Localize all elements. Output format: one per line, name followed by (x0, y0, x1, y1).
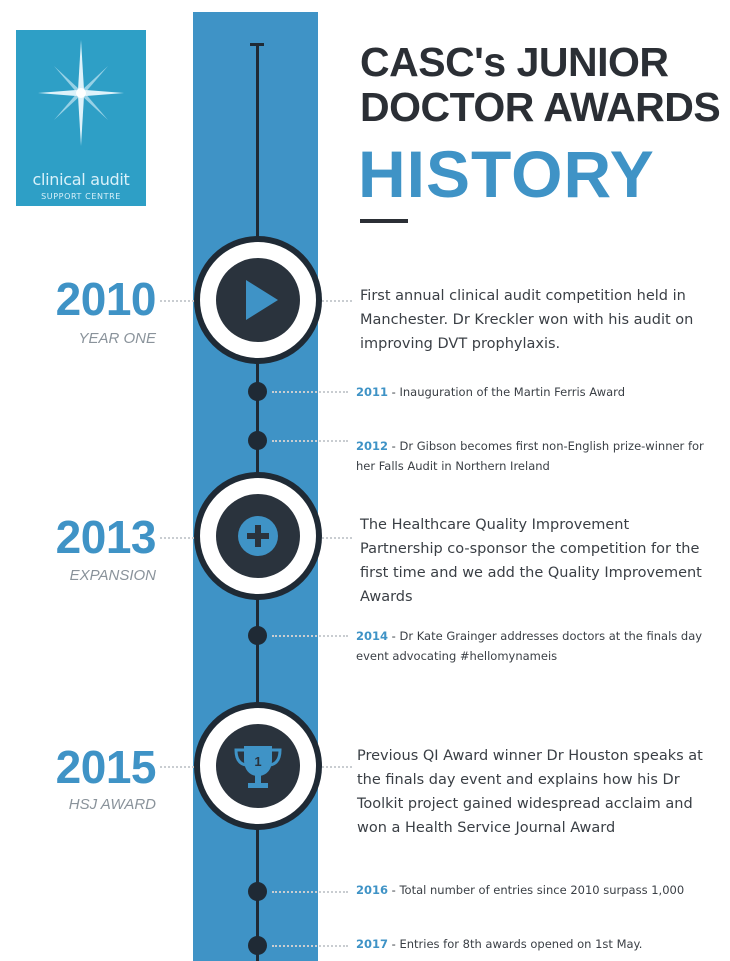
title-line-2: DOCTOR AWARDS (360, 84, 721, 130)
timeline-dot (248, 882, 267, 901)
event-text: - Entries for 8th awards opened on 1st M… (388, 937, 643, 951)
milestone-circle (194, 236, 322, 364)
title-rule (360, 219, 408, 223)
milestone-text: Previous QI Award winner Dr Houston spea… (357, 748, 703, 836)
milestone-year: 2013 (55, 511, 157, 563)
milestone-year: 2015 (55, 741, 157, 793)
connector (272, 945, 348, 947)
milestone-text: The Healthcare Quality Improvement Partn… (360, 517, 702, 605)
event-text: - Inauguration of the Martin Ferris Awar… (388, 385, 625, 399)
connector (322, 300, 352, 302)
casc-logo: clinical audit SUPPORT CENTRE (16, 30, 146, 206)
timeline-dot (248, 382, 267, 401)
logo-tagline: SUPPORT CENTRE (41, 192, 121, 201)
connector (160, 300, 194, 302)
milestone-circle: 1 (194, 702, 322, 830)
milestone-circle (194, 472, 322, 600)
trophy-number: 1 (254, 754, 261, 769)
timeline-dot (248, 626, 267, 645)
connector (272, 891, 348, 893)
timeline-dot (248, 431, 267, 450)
star-icon (38, 40, 124, 146)
event-year: 2016 (356, 883, 389, 897)
connector (322, 766, 352, 768)
event-year: 2014 (356, 629, 389, 643)
connector (272, 440, 348, 442)
title-line-1: CASC's JUNIOR (360, 39, 669, 85)
connector (160, 537, 194, 539)
milestone-subtitle: EXPANSION (69, 567, 156, 584)
connector (272, 391, 348, 393)
title-history: HISTORY (358, 137, 655, 211)
logo-name: clinical audit (32, 170, 130, 189)
event-year: 2012 (356, 439, 389, 453)
milestone-subtitle: HSJ AWARD (68, 796, 156, 813)
trophy-icon: 1 (234, 746, 282, 788)
timeline-dot (248, 936, 267, 955)
milestone-text: First annual clinical audit competition … (360, 288, 694, 352)
milestone-year: 2010 (55, 273, 157, 325)
event-item: 2012 - Dr Gibson becomes first non-Engli… (356, 436, 721, 476)
milestone-subtitle: YEAR ONE (78, 330, 156, 347)
event-item: 2011 - Inauguration of the Martin Ferris… (356, 382, 716, 402)
event-text: - Total number of entries since 2010 sur… (388, 883, 685, 897)
event-year: 2011 (356, 385, 389, 399)
connector (322, 537, 352, 539)
event-item: 2017 - Entries for 8th awards opened on … (356, 934, 721, 954)
page-title: CASC's JUNIOR DOCTOR AWARDS (360, 39, 721, 130)
play-icon (246, 280, 278, 320)
connector (272, 635, 348, 637)
timeline-cap (250, 43, 264, 46)
connector (160, 766, 194, 768)
event-item: 2014 - Dr Kate Grainger addresses doctor… (356, 626, 716, 666)
event-item: 2016 - Total number of entries since 201… (356, 880, 721, 900)
plus-icon (238, 516, 278, 556)
event-year: 2017 (356, 937, 389, 951)
event-text: - Dr Kate Grainger addresses doctors at … (356, 629, 703, 663)
event-text: - Dr Gibson becomes first non-English pr… (356, 439, 704, 473)
